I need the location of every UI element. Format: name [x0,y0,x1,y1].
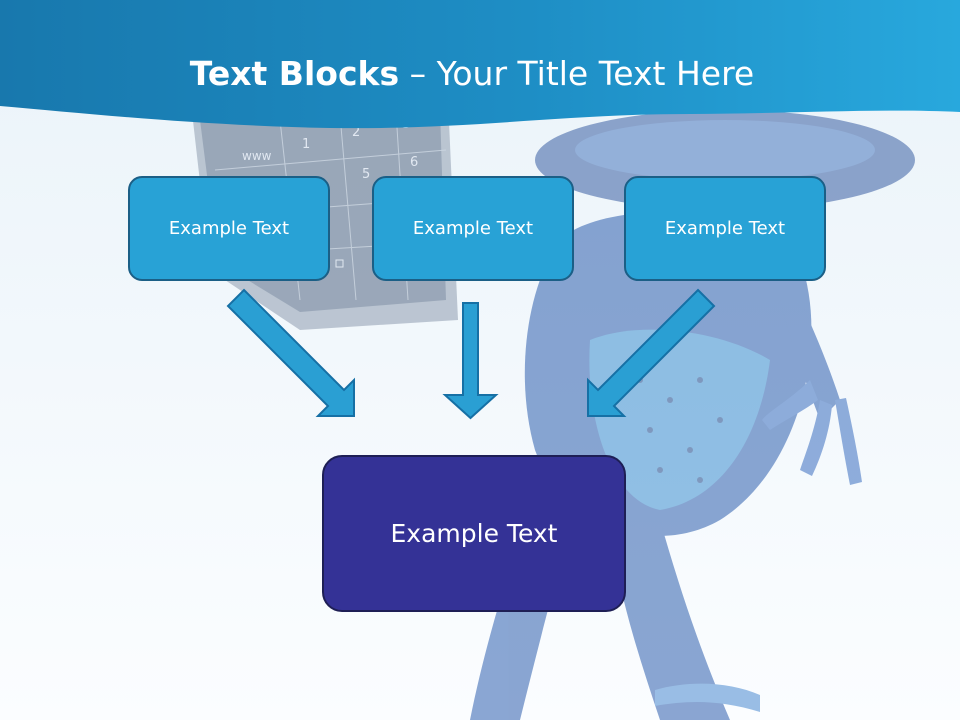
phone-key-label: www [242,149,272,163]
title-separator: – [399,54,437,93]
text-block-1[interactable]: Example Text [128,176,330,281]
slide-title: Text Blocks – Your Title Text Here [0,52,944,96]
arrow-down-right-icon [226,288,355,417]
text-block-2[interactable]: Example Text [372,176,574,281]
text-block-3[interactable]: Example Text [624,176,826,281]
title-bold: Text Blocks [189,54,400,93]
header-band [0,0,960,129]
phone-key-label: 2 [352,125,360,140]
arrow-down-icon [442,302,499,420]
text-block-label: Example Text [168,218,290,239]
phone-key-label: 6 [410,155,418,170]
phone-key-label: 1 [302,137,310,152]
result-block[interactable]: Example Text [322,455,626,612]
result-block-label: Example Text [390,519,558,548]
text-block-label: Example Text [664,218,786,239]
title-text: Your Title Text Here [436,54,755,93]
phone-key-label: 5 [362,167,370,182]
arrow-down-left-icon [587,288,716,417]
text-block-label: Example Text [412,218,534,239]
